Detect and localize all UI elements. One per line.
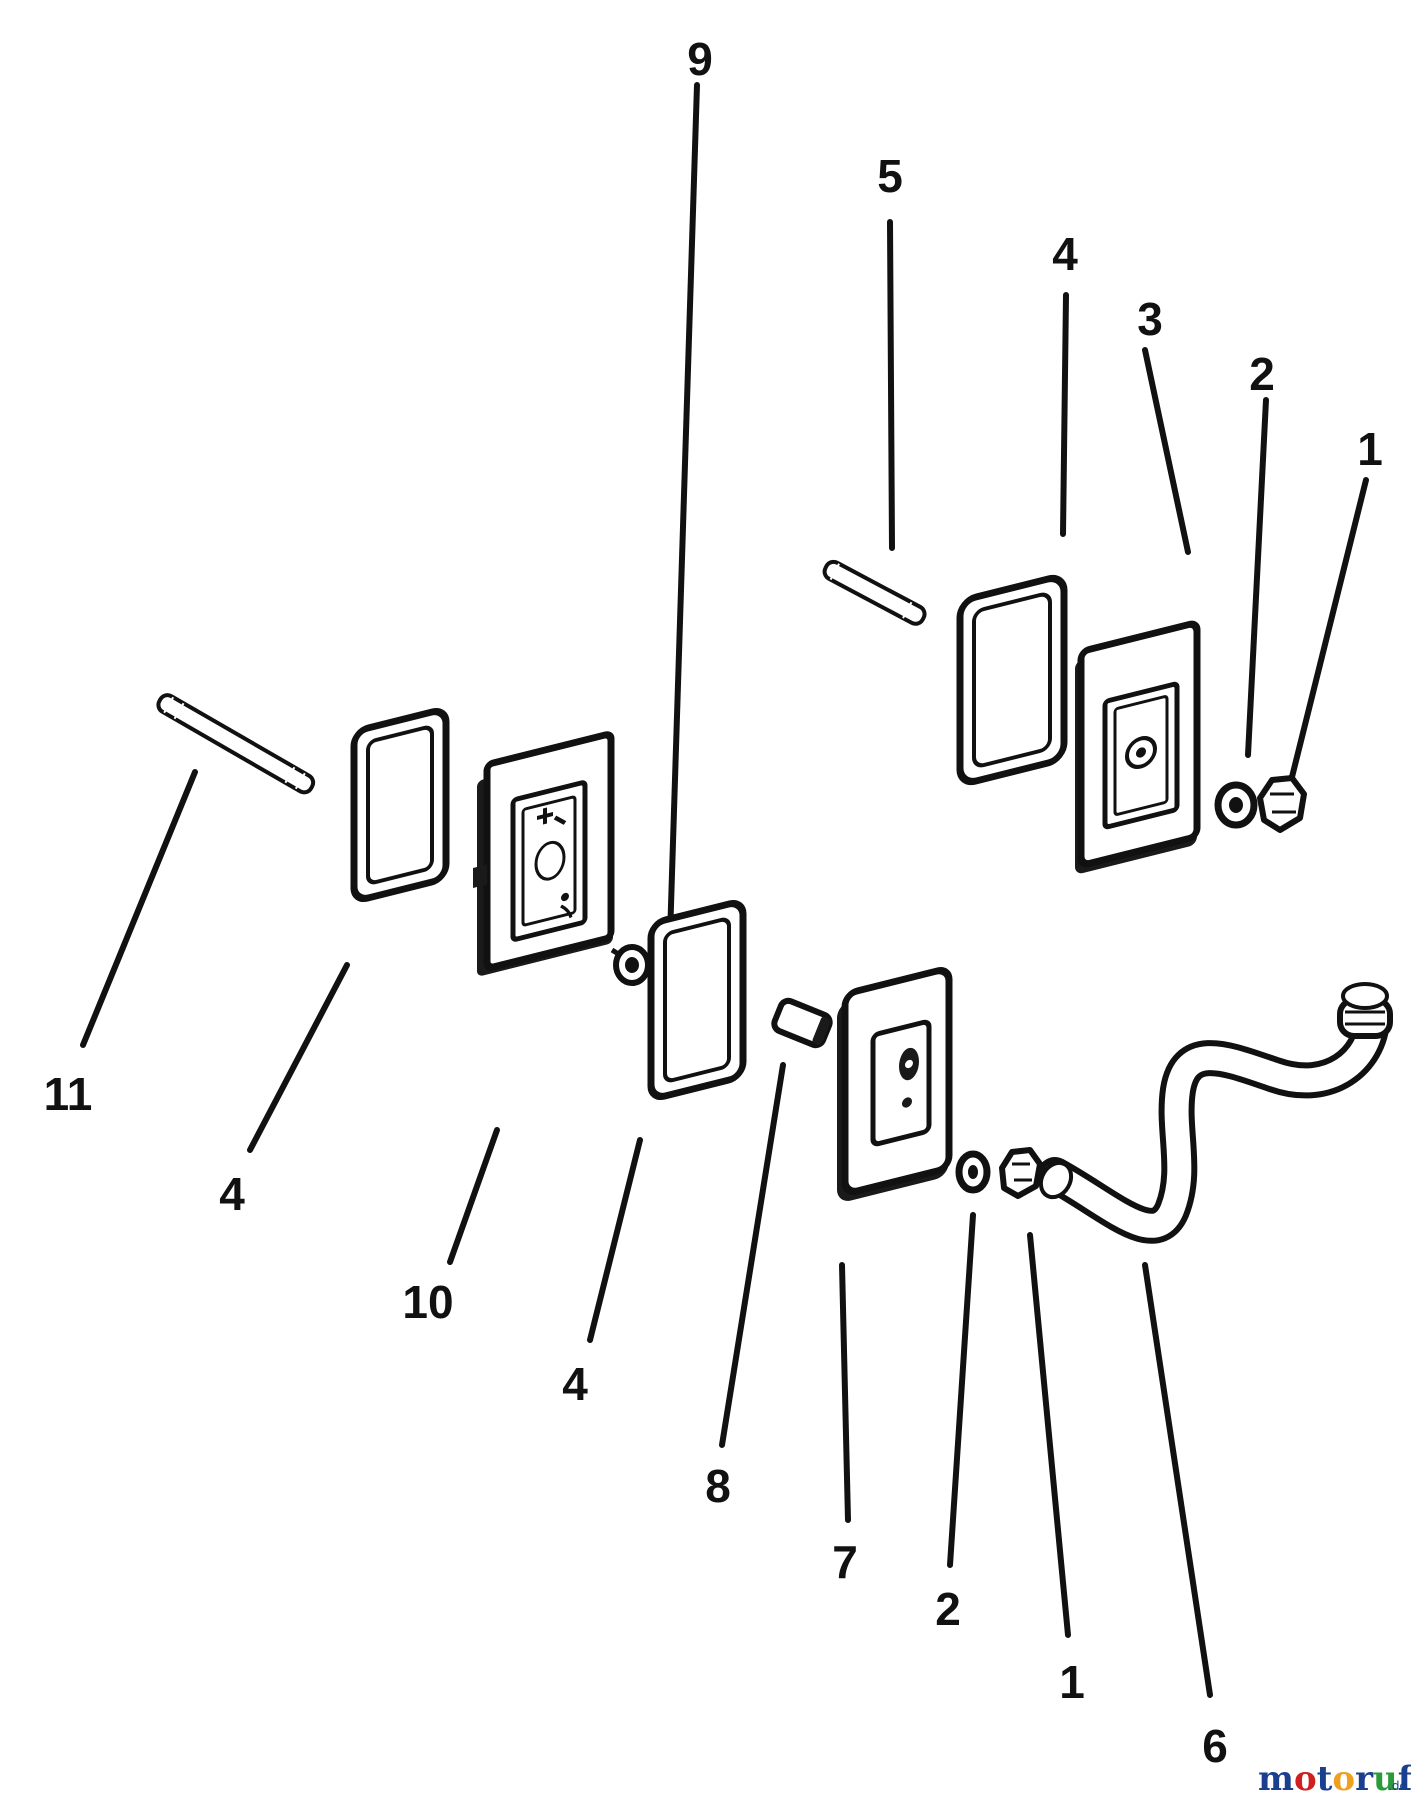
leader-3 bbox=[1142, 347, 1191, 555]
watermark-tld: .de bbox=[1388, 1779, 1407, 1793]
callout-2-top: 2 bbox=[1249, 348, 1275, 400]
leader-4-top bbox=[1060, 292, 1069, 537]
watermark-f: f bbox=[1398, 1759, 1411, 1799]
watermark-m: m bbox=[1258, 1759, 1294, 1799]
part-10-plate bbox=[473, 731, 615, 976]
callout-2-bottom: 2 bbox=[935, 1583, 961, 1635]
part-7-flange bbox=[837, 967, 953, 1201]
watermark-t: t bbox=[1317, 1759, 1333, 1799]
watermark-r: r bbox=[1355, 1759, 1374, 1799]
part-5-stud bbox=[822, 559, 927, 626]
leader-6 bbox=[1142, 1262, 1213, 1698]
svg-text:motoruf: motoruf bbox=[1258, 1759, 1411, 1799]
part-4-gasket-top bbox=[956, 574, 1068, 786]
part-6-fuel-tube bbox=[1037, 982, 1393, 1244]
part-2-washer-top bbox=[1214, 781, 1258, 829]
part-3-plate bbox=[1075, 620, 1201, 874]
leader-1-top bbox=[1287, 477, 1369, 788]
leader-4-left bbox=[247, 962, 350, 1153]
callout-3: 3 bbox=[1137, 293, 1163, 345]
callout-6: 6 bbox=[1202, 1720, 1228, 1772]
leader-10 bbox=[447, 1127, 500, 1265]
callout-11: 11 bbox=[44, 1068, 93, 1120]
part-1-nut-top bbox=[1257, 775, 1307, 833]
leader-2-bottom bbox=[947, 1212, 976, 1568]
callout-4-left: 4 bbox=[219, 1168, 245, 1220]
leader-9 bbox=[665, 82, 700, 1003]
callout-1-bottom: 1 bbox=[1059, 1656, 1085, 1708]
callout-10: 10 bbox=[402, 1276, 453, 1328]
part-4-gasket-left bbox=[350, 707, 450, 903]
part-11-stud bbox=[156, 693, 316, 795]
callout-4-mid: 4 bbox=[562, 1358, 588, 1410]
leader-7 bbox=[839, 1262, 851, 1523]
leader-2-top bbox=[1245, 397, 1269, 758]
leader-5 bbox=[887, 219, 895, 551]
leader-11 bbox=[80, 769, 198, 1048]
watermark-o2: o bbox=[1332, 1759, 1355, 1799]
callout-9: 9 bbox=[687, 33, 713, 85]
leader-1-bottom bbox=[1027, 1232, 1071, 1638]
callout-5: 5 bbox=[877, 150, 903, 202]
leader-8 bbox=[719, 1062, 786, 1448]
watermark-o: o bbox=[1294, 1759, 1317, 1799]
leader-lines bbox=[80, 82, 1369, 1698]
motoruf-watermark-logo: motoruf .de bbox=[1258, 1759, 1411, 1799]
callout-labels: 11 4 10 9 4 8 7 2 1 6 5 4 3 2 1 bbox=[44, 33, 1383, 1772]
part-2-washer-bottom bbox=[955, 1150, 991, 1194]
callout-1-top: 1 bbox=[1357, 423, 1383, 475]
leader-4-mid bbox=[587, 1137, 643, 1343]
part-4-gasket-mid bbox=[647, 899, 747, 1101]
callout-4-top: 4 bbox=[1052, 228, 1078, 280]
callout-7: 7 bbox=[832, 1536, 858, 1588]
watermark-u: u bbox=[1373, 1759, 1398, 1799]
part-9-fitting bbox=[610, 944, 651, 986]
part-1-nut-bottom bbox=[999, 1147, 1043, 1199]
callout-8: 8 bbox=[705, 1460, 731, 1512]
part-8-sleeve bbox=[771, 997, 833, 1049]
